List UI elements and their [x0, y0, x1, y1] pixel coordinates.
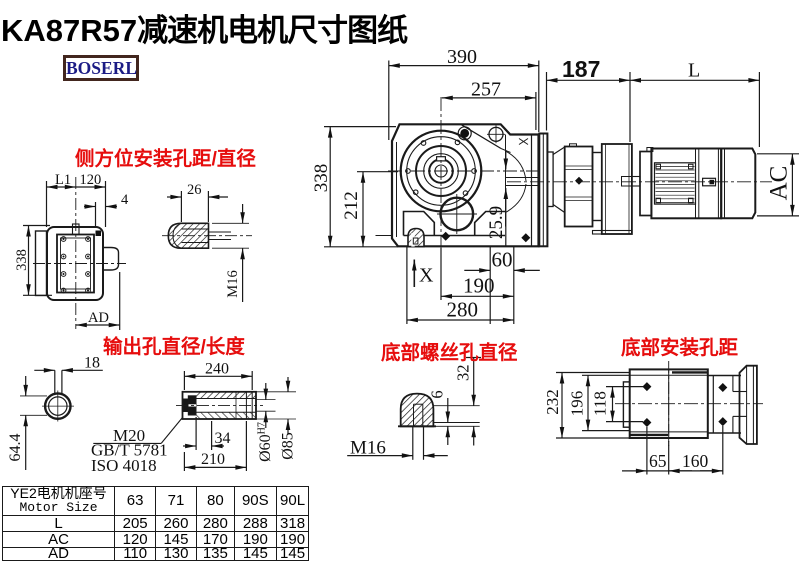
svg-text:6: 6: [427, 390, 446, 398]
svg-text:212: 212: [341, 191, 362, 220]
svg-text:X: X: [419, 265, 434, 287]
svg-text:65: 65: [649, 451, 667, 471]
svg-text:L: L: [688, 60, 700, 82]
svg-text:L1: L1: [55, 172, 71, 188]
svg-text:210: 210: [201, 451, 225, 468]
svg-text:M16: M16: [350, 438, 386, 459]
svg-text:Ø85: Ø85: [280, 432, 297, 460]
svg-text:60: 60: [492, 248, 513, 272]
svg-text:Ø60H7: Ø60H7: [257, 422, 274, 462]
svg-text:280: 280: [447, 298, 479, 322]
svg-text:26: 26: [187, 182, 202, 198]
svg-text:AC: AC: [766, 166, 793, 201]
svg-text:18: 18: [84, 355, 100, 372]
svg-text:AD: AD: [88, 310, 109, 326]
svg-text:GB/T 5781: GB/T 5781: [91, 441, 168, 460]
svg-text:338: 338: [14, 249, 30, 271]
svg-text:190: 190: [463, 274, 495, 298]
svg-text:M20: M20: [113, 426, 145, 445]
svg-text:4: 4: [121, 192, 129, 208]
svg-text:M16: M16: [225, 270, 241, 297]
svg-text:118: 118: [590, 391, 609, 416]
svg-text:25.9: 25.9: [486, 206, 507, 239]
svg-text:338: 338: [311, 164, 332, 193]
svg-text:196: 196: [567, 391, 586, 417]
svg-text:160: 160: [682, 451, 709, 471]
svg-text:120: 120: [80, 172, 102, 188]
svg-text:32: 32: [453, 365, 472, 382]
svg-text:64.4: 64.4: [7, 434, 24, 462]
svg-text:ISO 4018: ISO 4018: [91, 456, 157, 475]
svg-text:257: 257: [471, 79, 501, 101]
svg-text:240: 240: [205, 361, 229, 378]
svg-text:34: 34: [215, 430, 231, 447]
svg-text:232: 232: [543, 389, 562, 415]
svg-text:187: 187: [562, 56, 600, 82]
svg-text:390: 390: [447, 46, 477, 68]
